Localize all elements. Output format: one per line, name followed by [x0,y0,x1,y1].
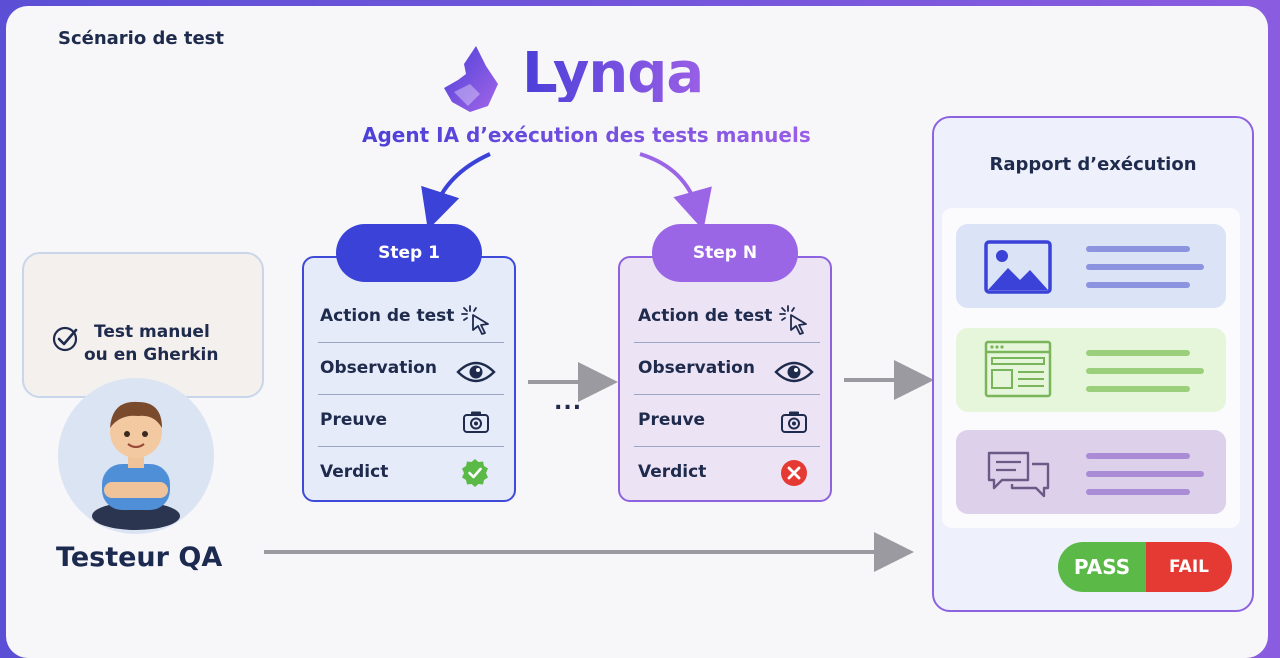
step-n-verdict-label: Verdict [638,462,707,482]
step-1-verdict-label: Verdict [320,462,389,482]
flow-arrows [264,152,934,572]
lynx-logo-icon [444,46,498,112]
divider [318,394,504,395]
text-line [1086,246,1190,252]
divider [318,342,504,343]
eye-icon [774,361,814,383]
divider [634,394,820,395]
scenario-line-1: Test manuel [94,322,210,342]
text-line [1086,489,1190,495]
text-line [1086,368,1204,374]
divider [634,342,820,343]
divider [318,446,504,447]
fail-badge: FAIL [1146,542,1232,592]
step-1-card [302,256,516,502]
arrow-to-stepn [639,152,712,231]
pass-badge: PASS [1058,542,1146,592]
step-1-observation-label: Observation [320,358,437,378]
step-n-pill: Step N [652,224,798,282]
camera-icon [781,411,807,433]
text-line [1086,386,1190,392]
step-1-action-label: Action de test [320,306,455,326]
text-line [1086,453,1190,459]
check-badge-icon [462,459,488,487]
scenario-line-2: ou en Gherkin [84,345,219,365]
step-1-pill: Step 1 [336,224,482,282]
brand-tagline: Agent IA d’exécution des tests manuels [362,123,811,147]
chat-bubbles-icon [987,451,1050,498]
scenario-title: Scénario de test [58,28,224,49]
step-n-observation-label: Observation [638,358,755,378]
text-line [1086,471,1204,477]
fail-x-icon [781,460,807,486]
diagram-canvas: Lynqa Agent IA d’exécution des tests man… [6,6,1268,658]
eye-icon [456,361,496,383]
text-line [1086,350,1190,356]
verdict-toggle: PASS FAIL [1058,542,1232,592]
step-n-proof-label: Preuve [638,410,706,430]
report-title: Rapport d’exécution [989,154,1197,175]
image-icon [984,240,1052,294]
cursor-click-icon [779,305,807,335]
cursor-click-icon [461,305,489,335]
scenario-card [22,252,264,398]
divider [634,446,820,447]
step-1-proof-label: Preuve [320,410,388,430]
check-circle-icon [52,326,78,352]
webpage-icon [984,340,1052,398]
ellipsis: ... [554,390,583,415]
camera-icon [463,411,489,433]
tester-label: Testeur QA [56,542,223,573]
arrow-to-step1 [421,152,491,231]
tester-avatar [58,378,214,534]
text-line [1086,282,1190,288]
step-n-card [618,256,832,502]
text-line [1086,264,1204,270]
step-n-action-label: Action de test [638,306,773,326]
brand-name: Lynqa [522,41,704,106]
